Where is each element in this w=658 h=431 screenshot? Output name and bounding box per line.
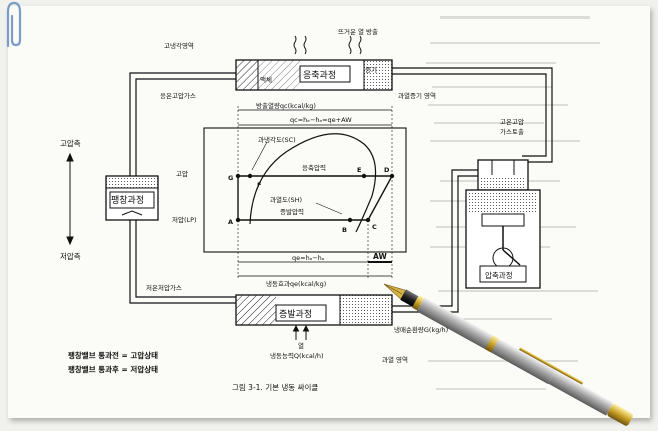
- label-condensing-zone: 고냉각영역: [164, 41, 194, 50]
- label-hp-gas-out-2: 가스토출: [500, 127, 524, 136]
- paper-clip-icon: [6, 1, 22, 48]
- point-g: G: [228, 174, 233, 182]
- point-b: B: [342, 226, 347, 234]
- label-superheat-zone: 과열증기 영역: [398, 91, 436, 100]
- note-after-valve: 팽창밸브 통과후 = 저압상태: [68, 364, 158, 374]
- label-condensation: 응축과정: [303, 70, 336, 81]
- label-heat-release: 뜨거운 열 방출: [338, 27, 378, 36]
- label-evap-pressure: 증발압력: [280, 207, 304, 216]
- label-refrig-effect: 냉동효과qe(kcal/kg): [266, 279, 326, 288]
- label-heat-release-q: 방출열량qc(kcal/kg): [256, 101, 316, 110]
- label-liquid: 액체: [260, 76, 272, 84]
- label-qe-formula: qe=hₐ−hₐ: [292, 254, 325, 262]
- label-gas-small: 증기: [365, 65, 377, 74]
- fountain-pen: [383, 283, 633, 426]
- label-low-pressure: 저압측: [60, 252, 81, 261]
- label-hp-gas-out-1: 고온고압: [500, 118, 524, 126]
- point-a: A: [228, 218, 233, 226]
- heat-wave-icon: [293, 35, 362, 55]
- point-c: C: [372, 223, 377, 231]
- label-superheat-area: 과열 영역: [382, 355, 408, 364]
- label-cond-pressure: 응축압력: [302, 163, 326, 172]
- figure-caption: 그림 3-1. 기본 냉동 싸이클: [232, 382, 318, 392]
- label-refrig-flow: 냉매순환량G(kg/h): [394, 325, 448, 334]
- expansion-valve: [105, 175, 159, 221]
- label-lp-side: 저압(LP): [172, 215, 197, 224]
- label-heat-in: 열: [298, 342, 304, 350]
- label-subcool: 과냉각도(SC): [258, 135, 296, 144]
- label-capacity: 냉동능력Q(kcal/h): [270, 351, 324, 360]
- label-hp-gas: 응온고압가스: [160, 91, 196, 100]
- label-lp-gas: 저온저압가스: [146, 283, 182, 292]
- heat-in-arrows: [292, 324, 310, 340]
- pressure-arrow: [66, 152, 74, 246]
- point-e: E: [357, 166, 361, 174]
- point-f: F: [257, 181, 261, 189]
- label-expansion: 팽창과정: [111, 195, 144, 206]
- label-compression: 압축과정: [485, 270, 513, 280]
- evaporator: [235, 294, 393, 326]
- label-high-pressure: 고압측: [60, 139, 81, 148]
- label-evaporation: 증발과정: [279, 309, 312, 320]
- label-qc-formula: qc=hₑ−hₐ=qe+AW: [290, 116, 352, 124]
- ph-diagram: [203, 106, 407, 280]
- condenser: [235, 59, 393, 91]
- label-aw: AW: [373, 252, 387, 261]
- note-before-valve: 팽창밸브 통과전 = 고압상태: [68, 350, 158, 360]
- label-hp-side: 고압: [176, 170, 188, 178]
- compressor: [465, 159, 541, 289]
- diagram-labels: 고냉각영역 뜨거운 열 방출 액체 증기 응축과정 응온고압가스 과열증기 영역…: [60, 27, 524, 392]
- label-superheat: 과열도(SH): [270, 195, 302, 204]
- point-d: D: [384, 166, 390, 174]
